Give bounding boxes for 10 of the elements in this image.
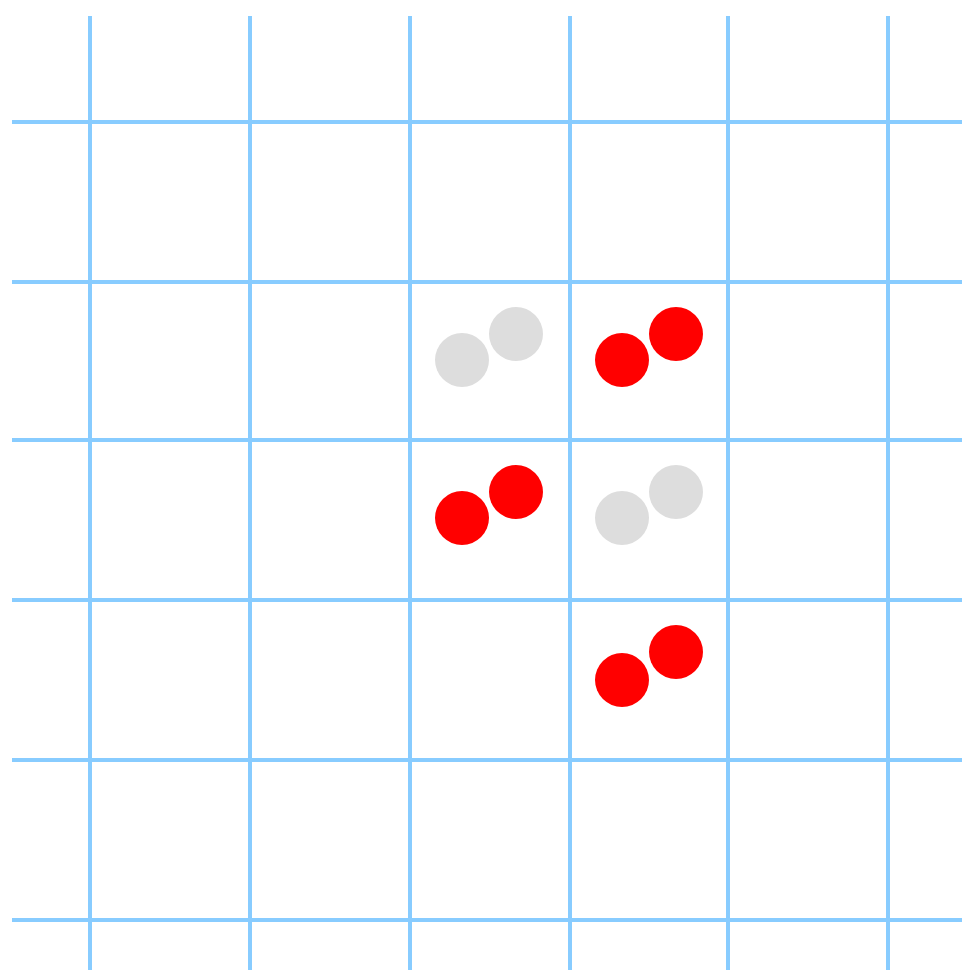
dot (595, 653, 649, 707)
dot (489, 307, 543, 361)
dot (595, 491, 649, 545)
dot (489, 465, 543, 519)
dot (435, 333, 489, 387)
dot (649, 625, 703, 679)
dot (649, 307, 703, 361)
dot (435, 491, 489, 545)
dot (649, 465, 703, 519)
dot (595, 333, 649, 387)
